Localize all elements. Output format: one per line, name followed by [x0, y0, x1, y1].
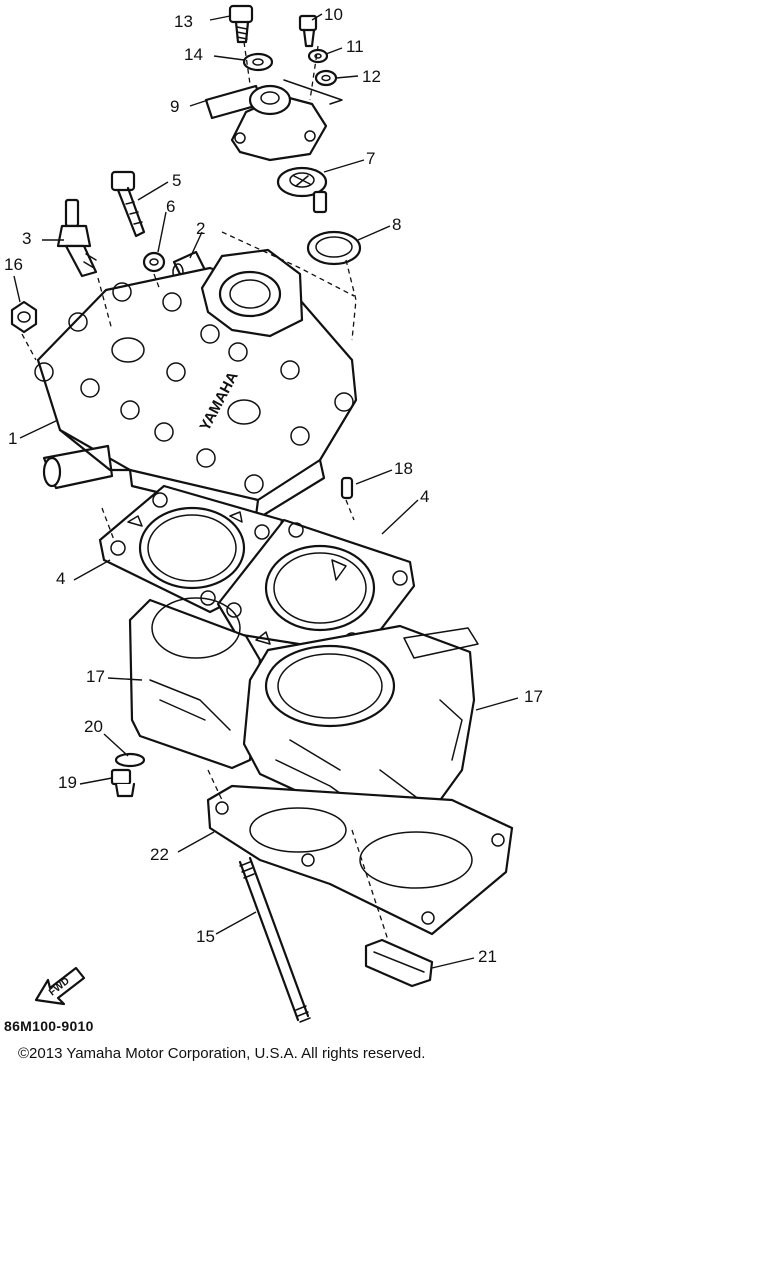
bolt-13	[228, 4, 254, 44]
callout-4-left: 4	[56, 569, 65, 588]
spark-plug-3	[56, 198, 98, 278]
callout-17-left: 17	[86, 667, 105, 686]
cover-plate-21	[364, 938, 434, 988]
callout-2: 2	[196, 219, 205, 238]
callout-21: 21	[478, 947, 497, 966]
washer-11	[307, 48, 329, 64]
callout-7: 7	[366, 149, 375, 168]
callout-8: 8	[392, 215, 401, 234]
callout-13: 13	[174, 12, 193, 31]
dowel-pin-18	[340, 476, 354, 500]
callout-20: 20	[84, 717, 103, 736]
washer-14	[242, 52, 274, 72]
nut-16	[10, 300, 38, 334]
forward-arrow-icon: FWD	[34, 966, 86, 1006]
thermostat-7	[276, 166, 328, 214]
cylinder-17-right	[242, 624, 479, 830]
cylinder-head-1: YAMAHA	[34, 248, 358, 518]
callout-11: 11	[346, 37, 364, 56]
nut-12	[314, 69, 338, 87]
cylinder-17-left	[128, 597, 262, 770]
callout-14: 14	[184, 45, 203, 64]
callout-5: 5	[172, 171, 181, 190]
callout-15: 15	[196, 927, 215, 946]
callout-1: 1	[8, 429, 17, 448]
washer-20	[114, 752, 146, 768]
callout-3: 3	[22, 229, 31, 248]
callout-9: 9	[170, 97, 179, 116]
callout-22: 22	[150, 845, 169, 864]
callout-18: 18	[394, 459, 413, 478]
diagram-part-code: 86M100-9010	[4, 1018, 94, 1034]
callout-19: 19	[58, 773, 77, 792]
callout-12: 12	[362, 67, 381, 86]
callout-16: 16	[4, 255, 23, 274]
callout-10: 10	[324, 5, 343, 24]
callout-17-right: 17	[524, 687, 543, 706]
stud-bolt-15	[238, 856, 311, 1023]
thermostat-cover-9	[204, 41, 343, 162]
bolt-10	[298, 14, 318, 48]
base-gasket-22	[206, 784, 514, 936]
bolt-19	[110, 768, 136, 798]
washer-6	[142, 251, 166, 273]
copyright-notice: ©2013 Yamaha Motor Corporation, U.S.A. A…	[18, 1045, 426, 1062]
seal-8	[306, 230, 362, 266]
callout-6: 6	[166, 197, 175, 216]
callout-4-right: 4	[420, 487, 429, 506]
bolt-5	[110, 170, 146, 238]
